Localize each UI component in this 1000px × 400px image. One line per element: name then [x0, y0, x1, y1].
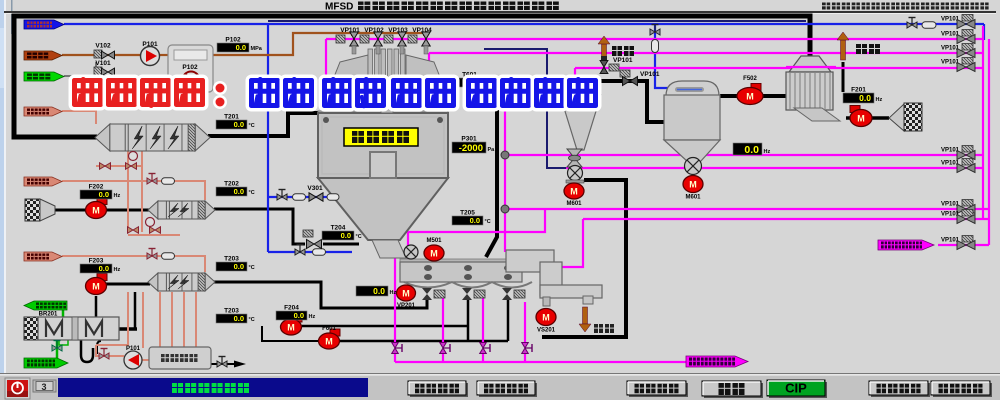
svg-text:M: M [402, 289, 410, 299]
svg-text:VP101: VP101 [941, 32, 960, 38]
svg-text:0.0: 0.0 [859, 93, 871, 103]
svg-text:T205: T205 [460, 210, 475, 217]
svg-text:VP101: VP101 [941, 46, 960, 52]
svg-text:F202: F202 [89, 184, 104, 191]
svg-text:Hz: Hz [764, 149, 771, 155]
svg-text:M: M [570, 187, 578, 197]
svg-text:M: M [857, 114, 865, 124]
svg-text:Hz: Hz [876, 97, 883, 103]
svg-text:-2000: -2000 [459, 143, 483, 154]
svg-text:0.0: 0.0 [234, 262, 244, 271]
svg-text:T203: T203 [224, 308, 239, 315]
svg-text:VP104: VP104 [412, 27, 432, 34]
svg-text:VP101: VP101 [941, 60, 960, 66]
svg-text:M601: M601 [566, 201, 582, 207]
svg-text:MPa: MPa [251, 46, 263, 52]
svg-text:VP101: VP101 [941, 202, 960, 208]
svg-text:0.0: 0.0 [373, 286, 385, 296]
svg-text:P101: P101 [142, 41, 158, 48]
svg-text:0.0: 0.0 [99, 264, 109, 273]
svg-text:P102: P102 [182, 64, 198, 71]
svg-text:0.0: 0.0 [236, 43, 246, 52]
svg-text:Hz: Hz [114, 193, 121, 199]
svg-text:°C: °C [249, 317, 255, 323]
svg-text:M: M [92, 206, 100, 216]
svg-text:F201: F201 [851, 87, 866, 94]
svg-text:0.0: 0.0 [234, 187, 244, 196]
svg-text:0.0: 0.0 [99, 190, 109, 199]
svg-text:T202: T202 [224, 181, 239, 188]
svg-text:BR201: BR201 [39, 312, 58, 318]
svg-text:0.0: 0.0 [294, 311, 304, 320]
svg-text:°C: °C [249, 123, 255, 129]
svg-text:F204: F204 [284, 305, 299, 312]
svg-text:°C: °C [485, 219, 491, 225]
svg-text:M: M [92, 282, 100, 292]
svg-text:V102: V102 [95, 43, 111, 50]
svg-text:VS201: VS201 [537, 328, 556, 334]
svg-text:0.0: 0.0 [744, 144, 759, 156]
svg-text:VP103: VP103 [388, 27, 408, 34]
svg-text:VP201: VP201 [397, 303, 416, 309]
svg-text:MFSD: MFSD [325, 2, 353, 13]
svg-text:F502: F502 [743, 76, 757, 82]
svg-text:T201: T201 [224, 114, 239, 121]
svg-text:°C: °C [356, 234, 362, 240]
svg-text:Pa: Pa [488, 147, 496, 153]
svg-text:F203: F203 [89, 258, 104, 265]
svg-text:VP101: VP101 [340, 27, 360, 34]
svg-text:VP102: VP102 [364, 27, 384, 34]
svg-text:°C: °C [249, 265, 255, 271]
svg-text:T203: T203 [224, 256, 239, 263]
svg-text:Hz: Hz [309, 314, 316, 320]
svg-text:P102: P102 [225, 37, 241, 44]
svg-text:M: M [325, 337, 333, 347]
svg-text:VP101: VP101 [613, 57, 633, 64]
svg-text:M: M [689, 180, 697, 190]
svg-text:VP101: VP101 [941, 238, 960, 244]
svg-text:Hz: Hz [390, 290, 397, 296]
svg-text:VP101: VP101 [941, 161, 960, 167]
svg-text:V301: V301 [307, 185, 323, 192]
svg-text:0.0: 0.0 [341, 231, 351, 240]
svg-text:0.0: 0.0 [470, 216, 480, 225]
svg-text:VP101: VP101 [640, 71, 660, 78]
svg-text:V101: V101 [95, 60, 111, 67]
svg-text:0.0: 0.0 [234, 120, 244, 129]
svg-text:M601: M601 [685, 195, 701, 201]
svg-text:°C: °C [249, 190, 255, 196]
svg-text:M: M [542, 313, 550, 323]
svg-text:M: M [430, 249, 438, 259]
svg-text:M: M [746, 92, 754, 102]
svg-text:M: M [287, 323, 295, 333]
svg-text:F601: F601 [322, 326, 336, 332]
svg-text:VP101: VP101 [941, 17, 960, 23]
svg-text:CIP: CIP [785, 381, 807, 396]
svg-text:T204: T204 [331, 225, 346, 232]
svg-text:0.0: 0.0 [234, 314, 244, 323]
svg-text:3: 3 [41, 382, 46, 392]
svg-text:P101: P101 [126, 346, 141, 352]
svg-text:VP101: VP101 [941, 148, 960, 154]
svg-text:Hz: Hz [114, 267, 121, 273]
svg-text:P301: P301 [461, 136, 477, 143]
svg-text:VP101: VP101 [941, 212, 960, 218]
svg-text:M501: M501 [426, 238, 442, 244]
